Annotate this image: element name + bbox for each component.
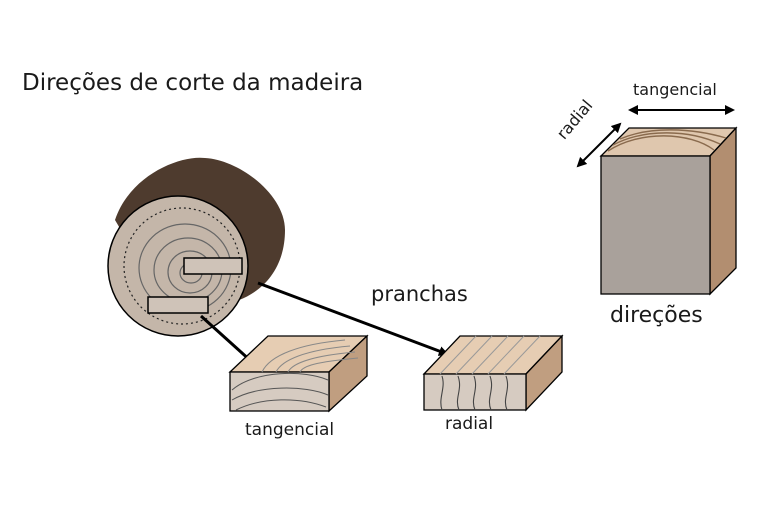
board-end-face [229,371,330,412]
grain-line [287,351,356,373]
grain-line [439,335,477,375]
radial-board-label: radial [445,414,494,434]
grain-line [471,335,509,375]
grain-line [231,387,329,401]
log-end-face [107,195,249,337]
tangential-direction-label: tangencial [633,80,717,99]
grain-line [440,375,444,411]
grain-line [456,375,461,411]
block-front-face [600,155,711,295]
diagram-title: Direções de corte da madeira [22,70,364,96]
tangential-board-label: tangencial [245,420,335,440]
grain-line [472,375,477,411]
radial-cut-outline [183,257,243,275]
block-grain-line [612,132,721,146]
grain-line [503,335,541,375]
radial-board [422,334,564,412]
direction-block [599,126,738,296]
grain-line [488,375,493,411]
tangential-cut-outline [147,296,209,314]
arrow-to-tangential-board [199,314,254,364]
grain-line [504,375,509,411]
direcoes-label: direções [610,303,703,328]
block-grain-line [619,129,727,140]
grain-line [487,335,525,375]
arrow-to-radial-board [257,281,449,356]
grain-line [231,373,329,391]
grain-line [275,345,351,373]
log [107,157,285,337]
grain-line [261,339,346,373]
grain-line [235,399,327,411]
tangential-board [228,334,369,413]
grain-line [455,335,493,375]
pranchas-label: pranchas [371,282,468,306]
grain-line [299,357,359,373]
block-side-face [709,126,737,296]
radial-direction-arrow [576,122,622,168]
